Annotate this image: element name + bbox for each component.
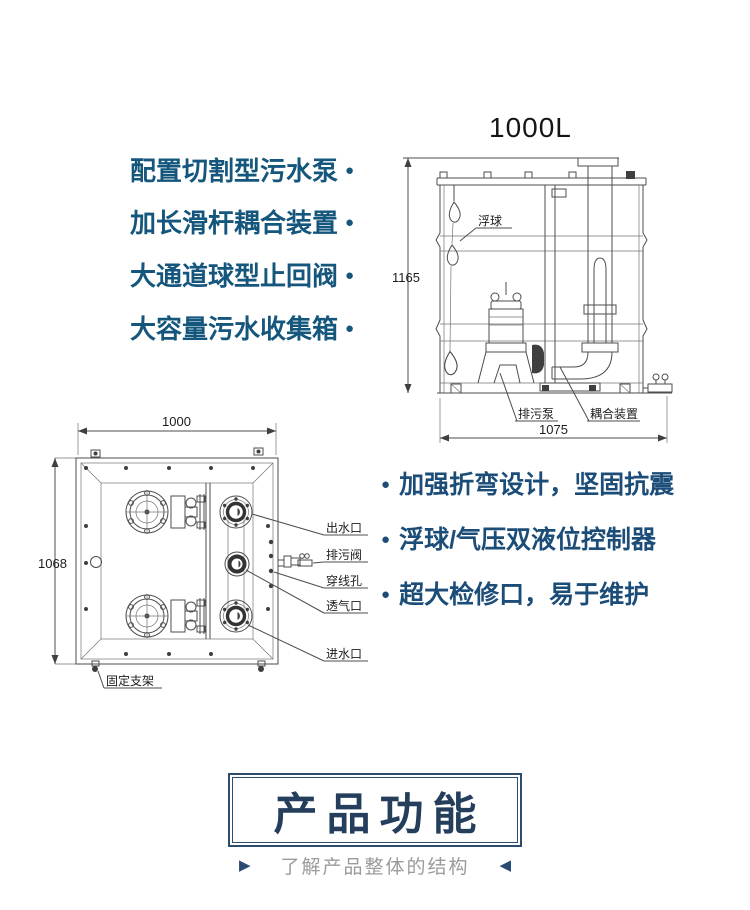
width-dimension: 1075 [439, 396, 668, 443]
wire-hole-label: 穿线孔 [273, 571, 368, 589]
feature-label: 浮球/气压双液位控制器 [399, 526, 657, 554]
bullet-icon: ● [345, 320, 355, 337]
feature-label: 加长滑杆耦合装置 [130, 208, 339, 238]
feature-item: 大容量污水收集箱 ● [130, 309, 354, 346]
feature-item: ● 浮球/气压双液位控制器 [381, 520, 656, 556]
vent-label-text: 透气口 [326, 598, 362, 613]
guide-rails [544, 185, 556, 383]
width-dim-value: 1075 [539, 422, 568, 437]
float-label: 浮球 [459, 214, 512, 242]
banner-subtitle: 了解产品整体的结构 [280, 857, 470, 878]
top-height-dim-value: 1068 [38, 556, 67, 571]
bullet-icon: ● [381, 530, 391, 548]
top-height-dimension: 1068 [38, 457, 76, 665]
height-dim-value: 1165 [392, 270, 420, 285]
float-label-text: 浮球 [478, 214, 502, 228]
inlet-label-text: 进水口 [326, 647, 362, 661]
feature-item: 加长滑杆耦合装置 ● [130, 203, 354, 240]
outlet-label: 出水口 [251, 513, 368, 536]
wire-hole-label-text: 穿线孔 [326, 573, 362, 588]
tank-top-view-diagram: 1000 1068 [38, 414, 368, 689]
outlet-label-text: 出水口 [326, 521, 362, 535]
tank-frame [75, 447, 279, 672]
feature-label: 配置切割型污水泵 [130, 156, 339, 186]
pump-label: 排污泵 [499, 372, 558, 422]
banner-inner-frame: 产品功能 [232, 777, 518, 843]
discharge-pipe [539, 157, 619, 392]
bullet-icon: ● [345, 162, 355, 179]
feature-label: 加强折弯设计，坚固抗震 [399, 471, 675, 499]
top-width-dimension: 1000 [77, 414, 277, 455]
tank-side-view-diagram: 1165 [392, 157, 673, 443]
top-width-dim-value: 1000 [162, 414, 191, 429]
feature-item: 配置切割型污水泵 ● [130, 151, 354, 188]
banner-title: 产品功能 [273, 790, 486, 839]
bullet-icon: ● [345, 214, 355, 231]
drain-valve [278, 553, 313, 568]
coupling-label-text: 耦合装置 [590, 406, 638, 421]
feature-label: 大容量污水收集箱 [130, 314, 339, 344]
vent-label: 透气口 [245, 569, 368, 614]
inlet-label: 进水口 [247, 624, 368, 662]
coupling-label: 耦合装置 [559, 366, 640, 422]
banner-subtitle-row: ▶ 了解产品整体的结构 ◀ [0, 852, 750, 879]
left-triangle-icon: ◀ [499, 857, 512, 874]
feature-item: 大通道球型止回阀 ● [130, 256, 354, 293]
feature-item: ● 超大检修口，易于维护 [381, 575, 649, 611]
pump-label-text: 排污泵 [518, 407, 554, 421]
drain-valve-label: 排污阀 [312, 548, 368, 564]
height-dimension: 1165 [392, 157, 619, 393]
tank-capacity-title: 1000L [489, 112, 572, 143]
bullet-icon: ● [381, 585, 391, 603]
side-drain-valve [643, 373, 673, 393]
vent-port [224, 551, 250, 577]
right-triangle-icon: ▶ [238, 857, 251, 874]
bullet-icon: ● [381, 475, 391, 493]
section-banner: 产品功能 [228, 773, 522, 847]
pump-top-view [125, 490, 206, 534]
feature-label: 大通道球型止回阀 [130, 261, 339, 291]
outlet-port [218, 494, 254, 530]
drain-valve-label-text: 排污阀 [326, 548, 362, 562]
float-switch [444, 185, 461, 376]
wire-holes [268, 539, 274, 589]
feature-label: 超大检修口，易于维护 [399, 581, 650, 609]
pump-top-view [125, 594, 206, 638]
sewage-pump [477, 282, 544, 384]
bracket-label-text: 固定支架 [106, 673, 154, 688]
bracket-label: 固定支架 [97, 670, 162, 689]
feature-item: ● 加强折弯设计，坚固抗震 [381, 465, 674, 501]
inlet-port [218, 598, 254, 634]
tank-outline [435, 171, 672, 394]
bullet-icon: ● [345, 267, 355, 284]
